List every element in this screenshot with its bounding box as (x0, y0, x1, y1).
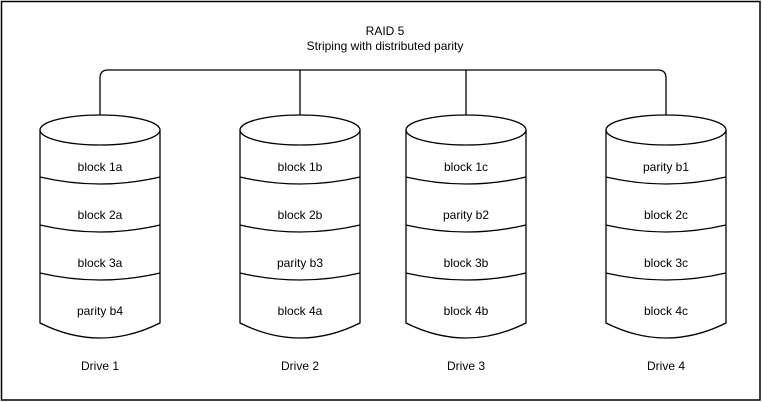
bus-connector-group (99, 69, 667, 116)
drive-4-divider-1 (605, 176, 727, 185)
drive-1-block-4-label: parity b4 (77, 304, 123, 318)
drive-4-name-label: Drive 4 (647, 359, 685, 373)
bus-connector-line (99, 69, 667, 116)
drive-1-block-2-label: block 2a (78, 208, 123, 222)
drive-2-block-2-label: block 2b (278, 208, 323, 222)
drive-3-block-3-label: block 3b (444, 256, 489, 270)
drive-4-block-4-label: block 4c (644, 304, 688, 318)
drive-4-divider-3 (605, 272, 727, 281)
drive-3-top-ellipse (405, 114, 527, 146)
drive-4-top-ellipse (605, 114, 727, 146)
drive-4-divider-2 (605, 224, 727, 233)
drive-3-cylinder (405, 114, 527, 339)
drive-2-block-3-label: parity b3 (277, 256, 323, 270)
drive-2-cylinder (239, 114, 361, 339)
drive-1-divider-1 (39, 176, 161, 185)
drive-2-body (239, 130, 361, 339)
drive-2-top-ellipse (239, 114, 361, 146)
drive-1-top-ellipse (39, 114, 161, 146)
drive-4-block-1-label: parity b1 (643, 160, 689, 174)
drive-1-block-3-label: block 3a (78, 256, 123, 270)
drive-3-divider-3 (405, 272, 527, 281)
drive-2-block-4-label: block 4a (278, 304, 323, 318)
drive-2-divider-3 (239, 272, 361, 281)
drive-3-divider-2 (405, 224, 527, 233)
drive-3-divider-1 (405, 176, 527, 185)
drive-4-block-3-label: block 3c (644, 256, 688, 270)
drive-4-block-2-label: block 2c (644, 208, 688, 222)
drive-3-block-2-label: parity b2 (443, 208, 489, 222)
drive-1-body (39, 130, 161, 339)
drive-1-divider-3 (39, 272, 161, 281)
diagram-subtitle: Striping with distributed parity (307, 39, 464, 53)
drive-4-body (605, 130, 727, 339)
drive-1-cylinder (39, 114, 161, 339)
drive-2-block-1-label: block 1b (278, 160, 323, 174)
drive-1-divider-2 (39, 224, 161, 233)
drive-3-block-4-label: block 4b (444, 304, 489, 318)
drive-3-name-label: Drive 3 (447, 359, 485, 373)
drive-1-block-1-label: block 1a (78, 160, 123, 174)
diagram-title: RAID 5 (366, 24, 405, 38)
drive-1-name-label: Drive 1 (81, 359, 119, 373)
drive-3-body (405, 130, 527, 339)
drive-2-divider-1 (239, 176, 361, 185)
drive-2-name-label: Drive 2 (281, 359, 319, 373)
drive-3-block-1-label: block 1c (444, 160, 488, 174)
drive-2-divider-2 (239, 224, 361, 233)
drive-4-cylinder (605, 114, 727, 339)
